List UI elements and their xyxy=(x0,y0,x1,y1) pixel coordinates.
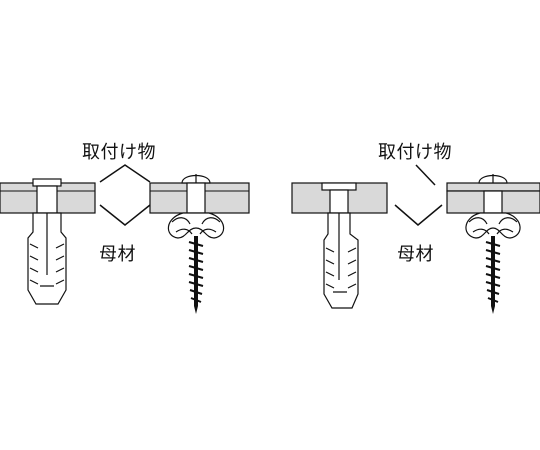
left-scene xyxy=(0,164,250,316)
right-attached-plate xyxy=(446,182,540,192)
right-petals xyxy=(465,212,521,239)
right-bracket xyxy=(394,164,443,226)
left-installed-neck xyxy=(186,182,206,214)
left-base-label: 母材 xyxy=(99,244,136,265)
right-installed-neck xyxy=(483,190,503,214)
right-petal-lines xyxy=(468,217,518,235)
left-petal-lines xyxy=(171,217,221,235)
right-anchor-neck xyxy=(329,189,349,214)
right-scene xyxy=(291,164,540,316)
right-screw-shank xyxy=(484,234,502,316)
left-anchor-neck xyxy=(36,185,58,214)
right-anchor-flange xyxy=(321,182,357,191)
left-bracket xyxy=(99,164,151,226)
left-petals xyxy=(167,212,225,239)
right-base-label: 母材 xyxy=(397,244,434,265)
left-attached-label: 取付け物 xyxy=(82,142,156,163)
right-attached-label: 取付け物 xyxy=(378,142,452,163)
left-anchor-flange xyxy=(32,178,62,187)
right-anchor-body xyxy=(323,212,359,309)
right-anchor-ribs xyxy=(325,213,357,293)
left-screw-shank xyxy=(187,234,205,316)
left-anchor-ribs xyxy=(29,213,65,287)
